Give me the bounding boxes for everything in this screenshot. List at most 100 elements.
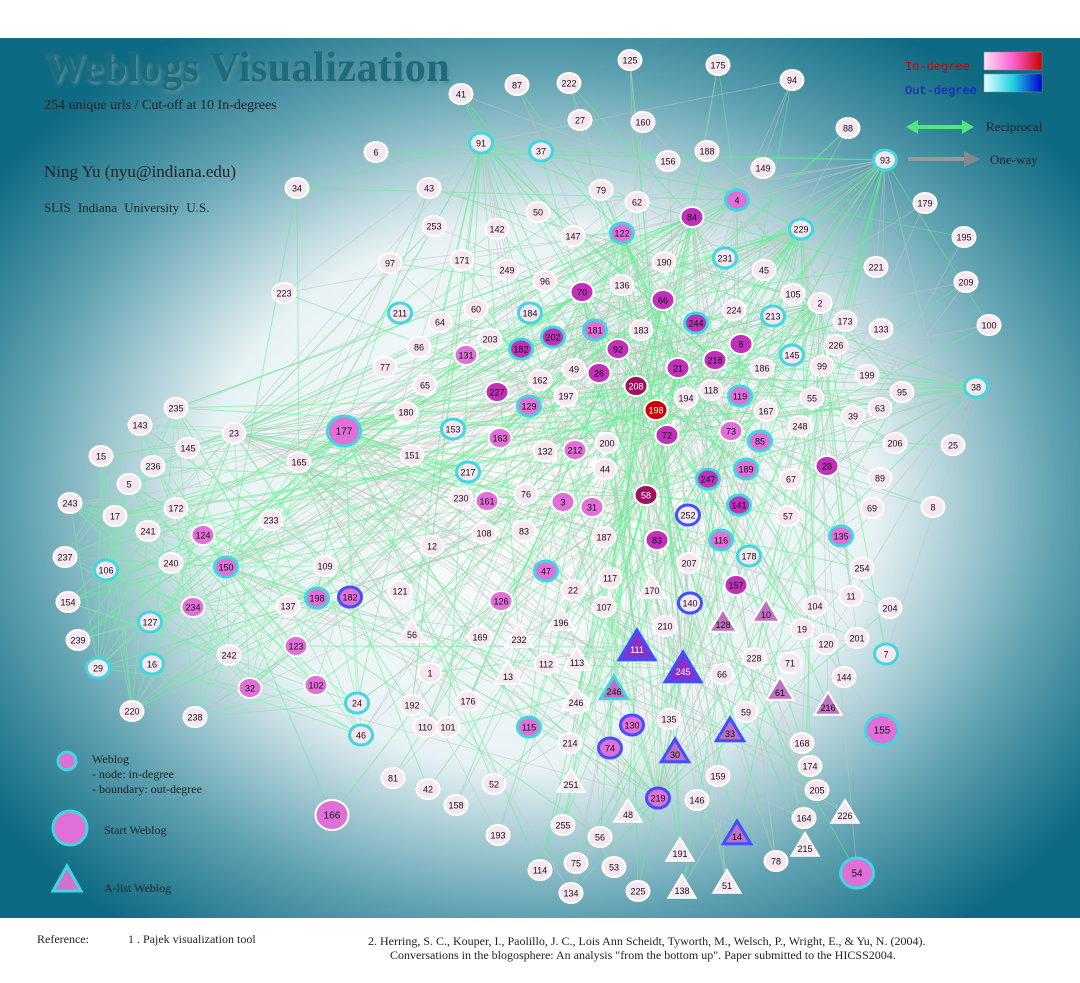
weblog-node[interactable]: 208 xyxy=(623,375,649,397)
alist-weblog-node[interactable]: 13 xyxy=(492,659,524,685)
weblog-node[interactable]: 235 xyxy=(163,397,189,419)
alist-weblog-node[interactable]: 111 xyxy=(616,627,658,662)
weblog-node[interactable]: 252 xyxy=(675,503,701,527)
weblog-node[interactable]: 150 xyxy=(213,555,239,579)
weblog-node[interactable]: 171 xyxy=(449,249,475,271)
alist-weblog-node[interactable]: 215 xyxy=(789,831,821,857)
alist-weblog-node[interactable]: 14 xyxy=(720,818,754,846)
weblog-node[interactable]: 137 xyxy=(275,595,301,617)
weblog-node[interactable]: 110 xyxy=(412,716,438,738)
alist-weblog-node[interactable]: 61 xyxy=(764,675,796,701)
weblog-node[interactable]: 135 xyxy=(828,524,854,548)
weblog-node[interactable]: 66 xyxy=(709,663,735,685)
weblog-node[interactable]: 115 xyxy=(516,715,542,739)
weblog-node[interactable]: 173 xyxy=(832,310,858,332)
alist-weblog-node[interactable]: 113 xyxy=(561,645,593,671)
weblog-node[interactable]: 73 xyxy=(718,420,744,442)
weblog-node[interactable]: 237 xyxy=(52,546,78,568)
weblog-node[interactable]: 233 xyxy=(258,509,284,531)
weblog-node[interactable]: 114 xyxy=(527,859,553,881)
weblog-node[interactable]: 2 xyxy=(807,292,833,314)
alist-weblog-node[interactable]: 30 xyxy=(658,736,692,764)
weblog-node[interactable]: 228 xyxy=(741,647,767,669)
weblog-node[interactable]: 16 xyxy=(139,652,165,676)
weblog-node[interactable]: 108 xyxy=(471,522,497,544)
weblog-node[interactable]: 197 xyxy=(553,385,579,407)
weblog-node[interactable]: 214 xyxy=(557,732,583,754)
weblog-node[interactable]: 54 xyxy=(839,856,875,890)
weblog-node[interactable]: 107 xyxy=(591,596,617,618)
weblog-node[interactable]: 105 xyxy=(780,283,806,305)
weblog-node[interactable]: 179 xyxy=(912,192,938,214)
weblog-node[interactable]: 59 xyxy=(733,701,759,723)
weblog-node[interactable]: 243 xyxy=(57,492,83,514)
weblog-node[interactable]: 192 xyxy=(399,694,425,716)
weblog-node[interactable]: 131 xyxy=(453,344,479,366)
weblog-node[interactable]: 241 xyxy=(135,520,161,542)
weblog-node[interactable]: 254 xyxy=(849,557,875,579)
weblog-node[interactable]: 23 xyxy=(221,422,247,444)
weblog-node[interactable]: 169 xyxy=(467,626,493,648)
weblog-node[interactable]: 32 xyxy=(237,677,263,699)
weblog-node[interactable]: 129 xyxy=(516,394,542,418)
alist-weblog-node[interactable]: 170 xyxy=(636,573,668,599)
weblog-node[interactable]: 151 xyxy=(399,444,425,466)
weblog-node[interactable]: 8 xyxy=(728,333,754,355)
weblog-node[interactable]: 53 xyxy=(601,856,627,878)
alist-weblog-node[interactable]: 216 xyxy=(812,690,844,716)
weblog-node[interactable]: 44 xyxy=(592,458,618,480)
weblog-node[interactable]: 24 xyxy=(344,691,370,715)
weblog-node[interactable]: 195 xyxy=(951,226,977,248)
weblog-node[interactable]: 26 xyxy=(586,362,612,384)
weblog-node[interactable]: 86 xyxy=(406,336,432,358)
weblog-node[interactable]: 222 xyxy=(556,72,582,94)
weblog-node[interactable]: 64 xyxy=(427,311,453,333)
weblog-node[interactable]: 194 xyxy=(673,387,699,409)
weblog-node[interactable]: 28 xyxy=(814,455,840,477)
weblog-node[interactable]: 29 xyxy=(85,656,111,680)
weblog-node[interactable]: 183 xyxy=(628,319,654,341)
weblog-node[interactable]: 83 xyxy=(644,529,670,551)
weblog-node[interactable]: 172 xyxy=(163,497,189,519)
weblog-node[interactable]: 95 xyxy=(889,381,915,403)
weblog-node[interactable]: 58 xyxy=(633,484,659,506)
weblog-node[interactable]: 186 xyxy=(749,357,775,379)
weblog-node[interactable]: 182 xyxy=(337,585,363,609)
alist-weblog-node[interactable]: 246 xyxy=(597,673,631,701)
alist-weblog-node[interactable]: 245 xyxy=(662,649,704,684)
weblog-node[interactable]: 38 xyxy=(963,375,989,399)
weblog-node[interactable]: 102 xyxy=(303,674,329,696)
weblog-node[interactable]: 4 xyxy=(724,188,750,212)
weblog-node[interactable]: 99 xyxy=(809,355,835,377)
weblog-node[interactable]: 249 xyxy=(494,259,520,281)
weblog-node[interactable]: 1 xyxy=(417,662,443,684)
weblog-node[interactable]: 160 xyxy=(630,111,656,133)
weblog-node[interactable]: 255 xyxy=(550,814,576,836)
weblog-node[interactable]: 227 xyxy=(484,381,510,403)
alist-weblog-node[interactable]: 232 xyxy=(503,622,535,648)
weblog-node[interactable]: 226 xyxy=(823,334,849,356)
weblog-node[interactable]: 221 xyxy=(863,256,889,278)
weblog-node[interactable]: 219 xyxy=(645,786,671,810)
weblog-node[interactable]: 125 xyxy=(617,49,643,71)
alist-weblog-node[interactable]: 51 xyxy=(711,868,743,894)
weblog-node[interactable]: 239 xyxy=(65,629,91,651)
alist-weblog-node[interactable]: 246 xyxy=(560,685,592,711)
weblog-node[interactable]: 225 xyxy=(625,880,651,902)
weblog-node[interactable]: 63 xyxy=(867,397,893,419)
alist-weblog-node[interactable]: 10 xyxy=(750,597,782,623)
weblog-node[interactable]: 145 xyxy=(175,437,201,459)
weblog-node[interactable]: 91 xyxy=(468,131,494,155)
weblog-node[interactable]: 207 xyxy=(676,552,702,574)
weblog-node[interactable]: 238 xyxy=(182,706,208,728)
weblog-node[interactable]: 45 xyxy=(751,259,777,281)
weblog-node[interactable]: 144 xyxy=(831,666,857,688)
weblog-node[interactable]: 100 xyxy=(976,314,1002,336)
weblog-node[interactable]: 193 xyxy=(485,824,511,846)
weblog-node[interactable]: 37 xyxy=(528,139,554,163)
weblog-node[interactable]: 204 xyxy=(877,597,903,619)
weblog-node[interactable]: 49 xyxy=(561,358,587,380)
weblog-node[interactable]: 156 xyxy=(655,150,681,172)
weblog-node[interactable]: 65 xyxy=(412,374,438,396)
weblog-node[interactable]: 212 xyxy=(562,439,588,461)
